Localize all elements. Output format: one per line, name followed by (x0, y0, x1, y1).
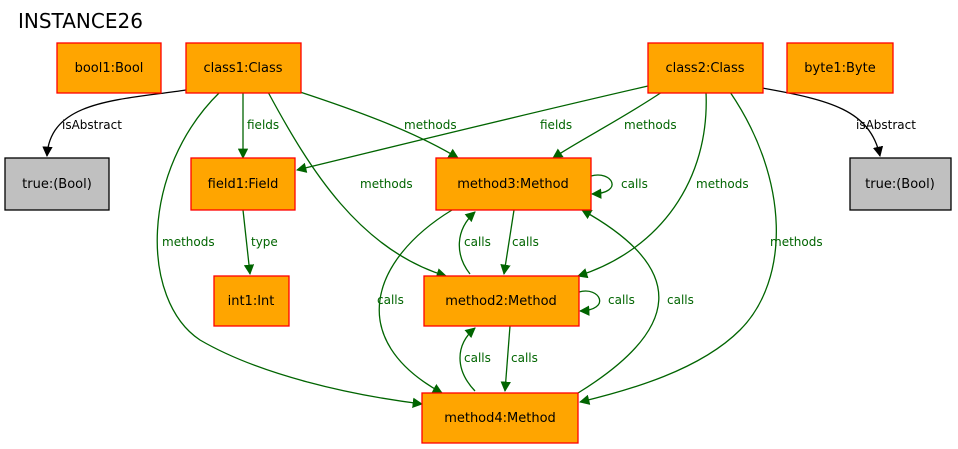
node-true-left[interactable]: true:(Bool) (4, 157, 110, 211)
edge-class1-methods-m2: methods (267, 91, 447, 279)
edge-label: isAbstract (62, 118, 122, 132)
node-label: class1:Class (203, 61, 282, 76)
edge-class2-fields: fields (295, 85, 649, 173)
edge-method4-to-method3: calls (577, 209, 694, 394)
edge-label: methods (696, 177, 749, 191)
edge-label: fields (247, 118, 279, 132)
node-label: true:(Bool) (22, 177, 92, 192)
node-label: bool1:Bool (75, 61, 144, 76)
edge-label: methods (404, 118, 457, 132)
node-int1[interactable]: int1:Int (213, 275, 290, 327)
edge-class2-methods-m3: methods (552, 91, 677, 159)
edge-label: methods (770, 235, 823, 249)
node-class2[interactable]: class2:Class (647, 42, 764, 94)
node-bool1[interactable]: bool1:Bool (56, 42, 162, 94)
edge-label: fields (540, 118, 572, 132)
nodes: bool1:Bool class1:Class class2:Class byt… (4, 42, 952, 444)
node-method4[interactable]: method4:Method (421, 392, 579, 444)
edge-class1-methods-m4: methods (156, 91, 424, 408)
node-label: int1:Int (228, 294, 275, 309)
edge-method4-to-method2: calls (459, 327, 491, 392)
edge-label: calls (464, 235, 491, 249)
node-label: method4:Method (444, 411, 556, 426)
node-method3[interactable]: method3:Method (435, 157, 592, 211)
edge-class1-fields: fields (237, 92, 279, 160)
edge-method2-to-method3: calls (458, 211, 491, 275)
edge-method3-to-method4: calls (377, 209, 453, 394)
edge-label: calls (511, 351, 538, 365)
edge-class1-isabstract: isAbstract (42, 89, 187, 158)
edge-method3-to-method2: calls (500, 209, 539, 276)
node-label: method2:Method (445, 294, 557, 309)
node-label: true:(Bool) (865, 177, 935, 192)
edge-label: calls (608, 293, 635, 307)
edge-label: calls (667, 293, 694, 307)
edge-label: calls (377, 293, 404, 307)
edge-label: methods (360, 177, 413, 191)
edge-label: calls (464, 351, 491, 365)
node-field1[interactable]: field1:Field (190, 157, 296, 211)
edge-method3-self-calls: calls (590, 174, 648, 199)
diagram-title: INSTANCE26 (18, 9, 143, 33)
edge-class1-methods-m3: methods (299, 91, 459, 159)
edge-label: isAbstract (856, 118, 916, 132)
node-byte1[interactable]: byte1:Byte (786, 42, 894, 94)
edge-label: methods (162, 235, 215, 249)
node-true-right[interactable]: true:(Bool) (849, 157, 952, 211)
edges: isAbstract fields methods methods method… (42, 85, 916, 408)
edge-field1-type: type (242, 209, 278, 276)
edge-class2-methods-m2: methods (577, 91, 749, 279)
edge-label: methods (624, 118, 677, 132)
node-label: method3:Method (457, 177, 569, 192)
edge-class2-isabstract: isAbstract (761, 87, 916, 158)
edge-class2-methods-m4: methods (578, 91, 823, 405)
edge-label: calls (512, 235, 539, 249)
node-label: field1:Field (208, 177, 279, 192)
node-label: byte1:Byte (804, 61, 875, 76)
edge-label: type (251, 235, 278, 249)
edge-method2-to-method4: calls (500, 325, 538, 393)
edge-label: calls (621, 177, 648, 191)
node-class1[interactable]: class1:Class (185, 42, 302, 94)
node-method2[interactable]: method2:Method (423, 275, 580, 327)
edge-method2-self-calls: calls (578, 290, 635, 316)
node-label: class2:Class (665, 61, 744, 76)
